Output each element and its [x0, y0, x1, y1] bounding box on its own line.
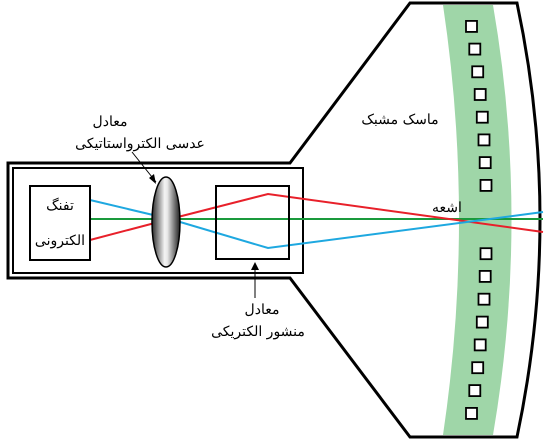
mask-hole [471, 361, 485, 375]
lens-label-line2: عدسی الکترواستاتیکی [75, 136, 205, 152]
electron-gun-label-line2: الکترونی [35, 233, 85, 249]
mask-hole [475, 110, 489, 124]
mask-hole [465, 19, 478, 33]
mask-hole [468, 42, 482, 56]
mask-hole [479, 247, 493, 261]
prism-label-line1: معادل [245, 302, 280, 318]
rays-label: اشعه [432, 200, 462, 216]
lens-label-line1: معادل [93, 114, 128, 130]
mask-hole [478, 156, 492, 170]
electron-gun-label-line1: تفنگ [46, 197, 74, 214]
electron-gun-box [29, 185, 91, 261]
mask-hole [473, 338, 487, 352]
prism-label-line2: منشور الکتریکی [211, 324, 305, 340]
mask-hole [471, 65, 485, 79]
mask-hole [475, 315, 489, 329]
mask-hole [478, 269, 492, 283]
lens-pointer-arrowhead [149, 174, 156, 184]
mask-hole [477, 292, 491, 306]
mask-hole [473, 88, 487, 101]
electrostatic-lens [151, 176, 181, 268]
mask-holes [465, 19, 493, 420]
electric-prism-box [215, 185, 290, 260]
prism-pointer-arrowhead [251, 262, 259, 270]
red-beam [89, 192, 544, 241]
mask-label: ماسک مشبک [361, 112, 438, 128]
blue-beam [89, 199, 544, 250]
mask-hole [479, 178, 493, 192]
mask-hole [468, 384, 482, 398]
mask-hole [477, 133, 491, 147]
tube-inner-wall [12, 167, 304, 274]
mask-hole [465, 406, 478, 420]
